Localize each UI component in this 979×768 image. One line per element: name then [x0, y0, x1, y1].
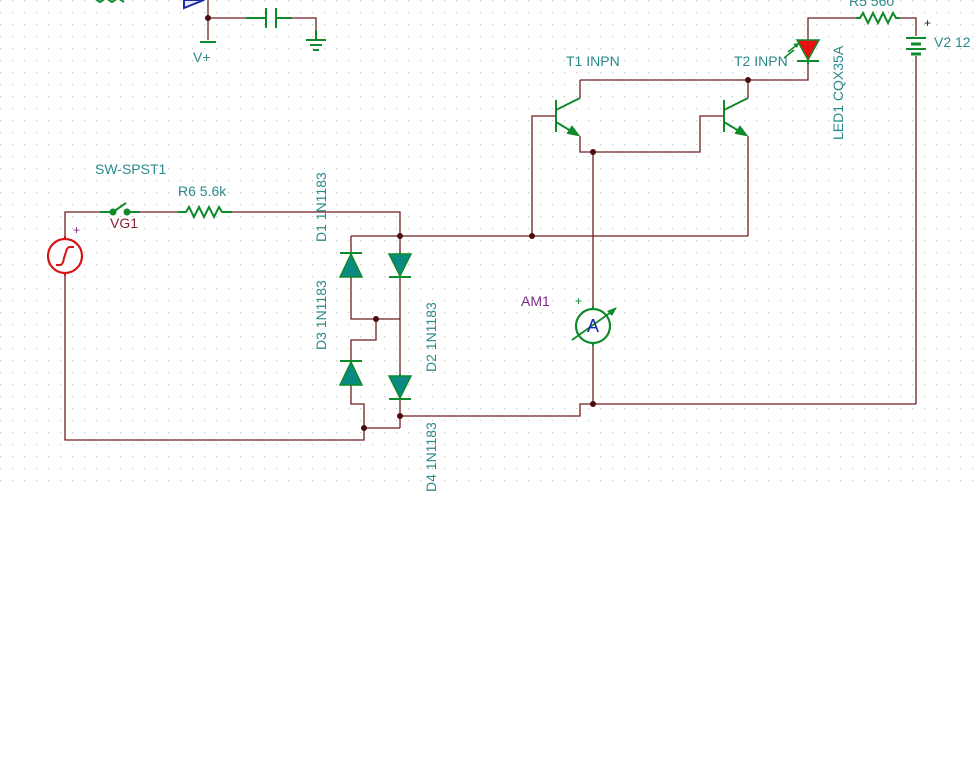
diode-d1-label: D1 1N1183 [313, 172, 329, 242]
transistor-t2-icon[interactable] [723, 97, 749, 137]
vplus-label: V+ [193, 49, 211, 65]
resistor-fragment-top[interactable] [94, 0, 125, 4]
generator-plus-sign: + [73, 223, 80, 237]
diode-d4-icon[interactable] [387, 374, 413, 400]
grid-background [0, 0, 979, 492]
diode-d2-icon[interactable] [387, 252, 413, 278]
generator-label: VG1 [110, 215, 138, 231]
ammeter-icon[interactable] [571, 306, 617, 346]
capacitor-icon[interactable] [246, 8, 292, 28]
battery-icon[interactable] [906, 37, 926, 56]
diode-d2-label: D2 1N1183 [423, 302, 439, 372]
resistor-r6-icon[interactable] [178, 204, 232, 220]
diode-d3-label: D3 1N1183 [313, 280, 329, 350]
ground-icon[interactable] [306, 30, 326, 51]
ammeter-label: AM1 [521, 293, 550, 309]
resistor-r5-label: R5 560 [849, 0, 894, 9]
transistor-t1-label: T1 INPN [566, 53, 620, 69]
battery-plus-sign: + [924, 16, 931, 30]
ammeter-symbol: A [587, 316, 599, 336]
transistor-t2-label: T2 INPN [734, 53, 788, 69]
switch-icon[interactable] [100, 202, 140, 216]
diode-d4-label: D4 1N1183 [423, 422, 439, 492]
diode-d3-icon[interactable] [338, 360, 364, 386]
resistor-r6-label: R6 5.6k [178, 183, 227, 199]
ac-source-icon[interactable] [46, 236, 84, 276]
ammeter-plus-sign: + [575, 294, 582, 308]
diode-d1-icon[interactable] [338, 252, 364, 278]
switch-label: SW-SPST1 [95, 161, 167, 177]
led-icon[interactable] [783, 39, 821, 64]
wires [64, 0, 917, 441]
resistor-r5-icon[interactable] [856, 10, 900, 26]
junctions [205, 15, 751, 431]
transistor-t1-icon[interactable] [555, 97, 581, 137]
battery-label: V2 12 [934, 34, 971, 50]
led-label: LED1 CQX35A [830, 45, 846, 140]
opamp-fragment-icon[interactable] [183, 0, 205, 10]
